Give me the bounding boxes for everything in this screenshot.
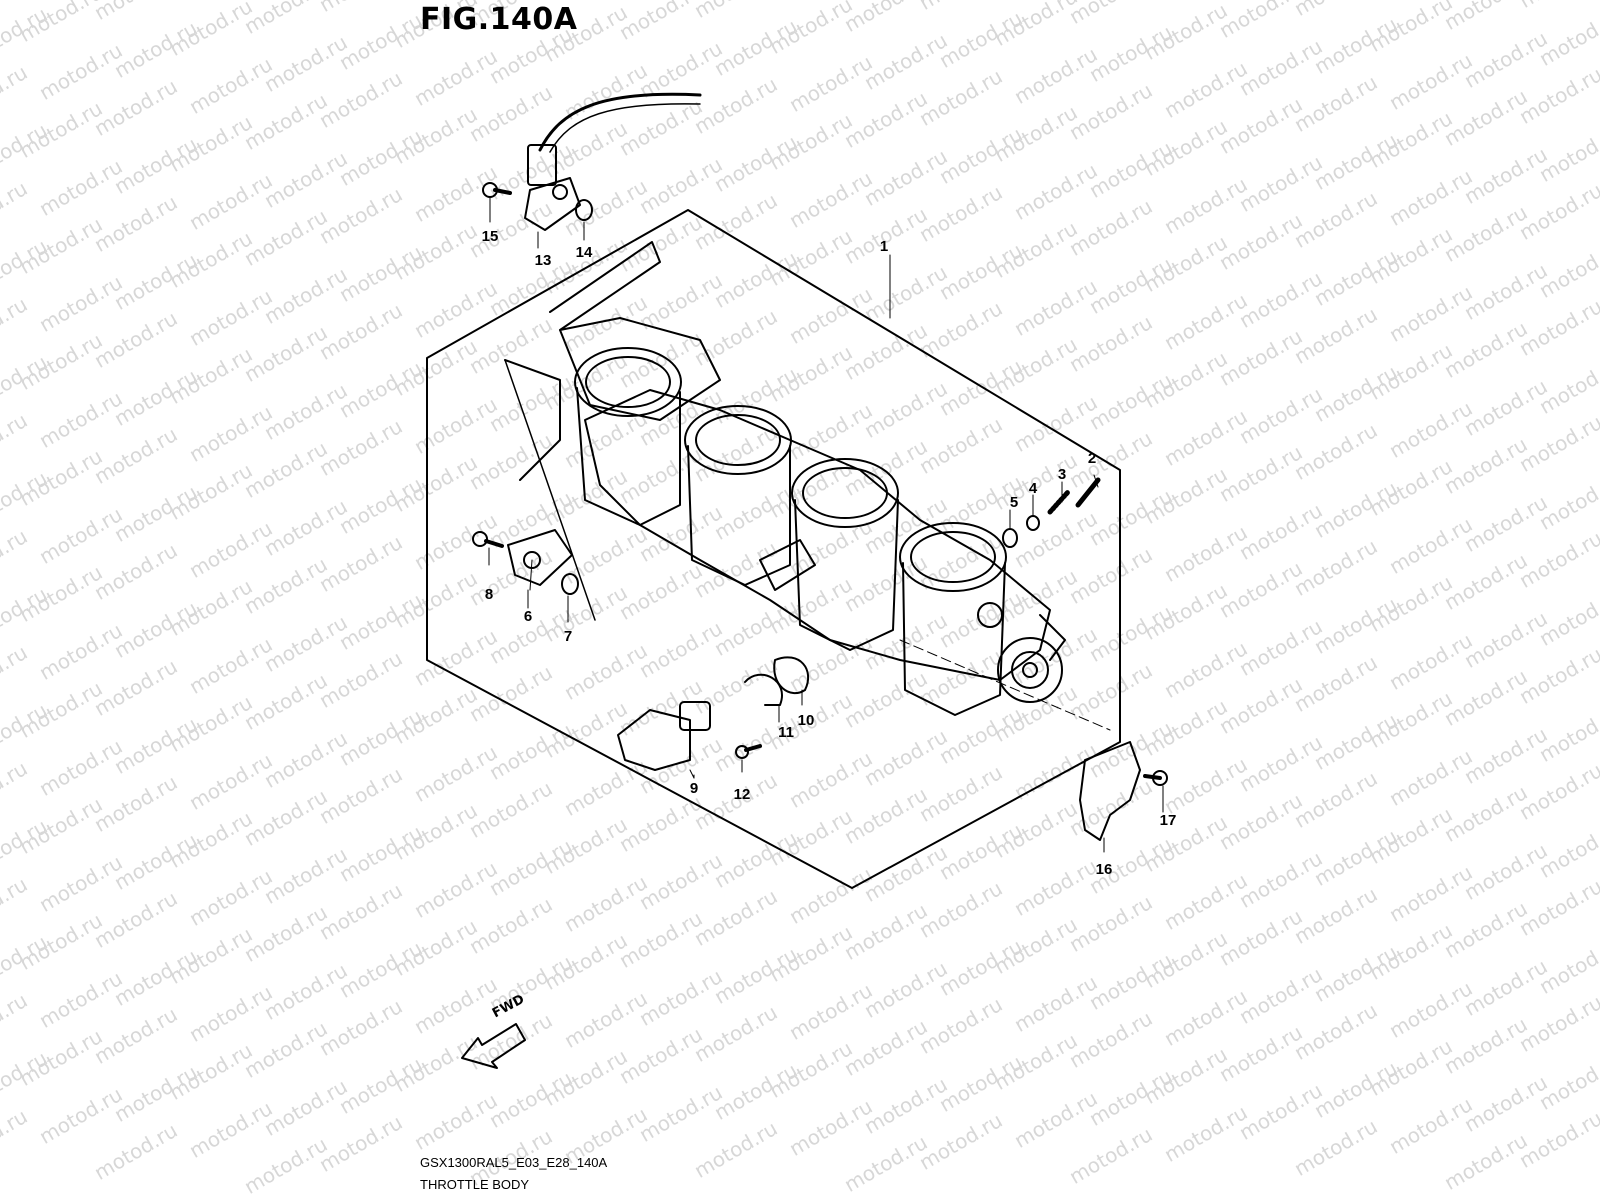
throttle-pulley bbox=[997, 637, 1063, 703]
part-14-o-ring bbox=[575, 199, 593, 221]
part-9-sensor bbox=[617, 701, 711, 779]
barrel-3-bore bbox=[791, 458, 899, 528]
callout-14: 14 bbox=[575, 244, 593, 261]
barrel-2-bore bbox=[684, 405, 792, 475]
sensor-harness bbox=[538, 92, 702, 152]
part-4-washer bbox=[1026, 515, 1040, 531]
callout-12: 12 bbox=[733, 786, 751, 803]
callout-13: 13 bbox=[534, 252, 552, 269]
callout-5: 5 bbox=[1009, 494, 1019, 511]
part-15-screw bbox=[482, 182, 512, 198]
part-12-screw bbox=[735, 744, 762, 759]
callout-8: 8 bbox=[484, 586, 494, 603]
throttle-body-assembly bbox=[504, 317, 1066, 716]
callout-15: 15 bbox=[481, 228, 499, 245]
callout-1: 1 bbox=[879, 238, 889, 255]
part-5-washer bbox=[1002, 528, 1018, 548]
callout-4: 4 bbox=[1028, 480, 1038, 497]
part-10-o-ring bbox=[773, 656, 810, 695]
part-16-bracket bbox=[1079, 741, 1141, 841]
boundary-notch bbox=[549, 241, 661, 331]
assembly-boundary bbox=[426, 209, 1121, 889]
part-13-sensor bbox=[524, 92, 702, 231]
part-8-screw bbox=[472, 531, 504, 548]
part-17-screw bbox=[1143, 770, 1168, 786]
callout-2: 2 bbox=[1087, 450, 1097, 467]
part-2-screw bbox=[1075, 477, 1101, 508]
leader-lines bbox=[488, 197, 1164, 853]
part-6-sensor bbox=[507, 529, 573, 586]
callout-17: 17 bbox=[1159, 812, 1177, 829]
callout-16: 16 bbox=[1095, 861, 1113, 878]
barrel-4-bore bbox=[899, 522, 1007, 592]
part-7-o-ring bbox=[561, 573, 579, 595]
callout-6: 6 bbox=[523, 608, 533, 625]
callout-10: 10 bbox=[797, 712, 815, 729]
drawing-code: GSX1300RAL5_E03_E28_140A bbox=[420, 1155, 608, 1170]
fwd-arrow-icon bbox=[461, 1023, 526, 1069]
assembly-axis-line bbox=[899, 639, 1111, 731]
callout-7: 7 bbox=[563, 628, 573, 645]
callout-9: 9 bbox=[689, 780, 699, 797]
part-11-clip bbox=[744, 673, 783, 706]
throttle-body-housing bbox=[584, 389, 1051, 681]
figure-title: FIG.140A bbox=[420, 2, 578, 37]
callout-11: 11 bbox=[778, 724, 794, 741]
part-group-title: THROTTLE BODY bbox=[420, 1177, 530, 1192]
callout-3: 3 bbox=[1057, 466, 1067, 483]
part-3-spring bbox=[1047, 489, 1071, 515]
barrel-1-bore bbox=[574, 347, 682, 417]
